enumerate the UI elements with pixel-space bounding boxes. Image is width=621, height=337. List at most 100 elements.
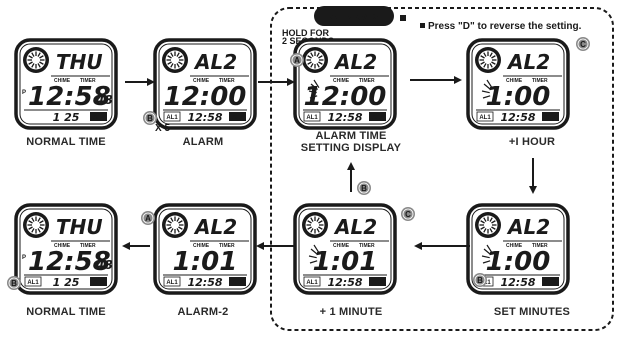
sub-left: AL1 bbox=[306, 115, 318, 121]
section-title-pill: ALARM-2 bbox=[314, 6, 394, 26]
note-square-icon bbox=[400, 15, 406, 21]
flash-rays-icon bbox=[308, 79, 320, 99]
alarm-badge: AL2 bbox=[232, 280, 244, 286]
ring-indicator-icon bbox=[162, 47, 188, 73]
svg-text:B: B bbox=[11, 279, 17, 288]
ring-indicator-icon bbox=[475, 212, 501, 238]
sub-left: AL1 bbox=[166, 280, 178, 286]
top-display: AL2 bbox=[506, 215, 550, 239]
sub-time: 1 25 bbox=[53, 276, 80, 289]
main-time: 1:00 bbox=[486, 82, 551, 112]
svg-text:A: A bbox=[294, 56, 300, 65]
main-time: 1:00 bbox=[486, 247, 551, 277]
main-time: 12:58 bbox=[28, 247, 111, 277]
section-title: ALARM-2 bbox=[329, 11, 379, 23]
badge-box bbox=[229, 277, 246, 286]
sub-time: 1 25 bbox=[53, 111, 80, 124]
sub-left: AL1 bbox=[306, 280, 318, 286]
hold-note-line-1: HOLD FOR bbox=[282, 28, 329, 38]
timer-label: TIMER bbox=[532, 78, 548, 84]
top-display: AL2 bbox=[193, 50, 237, 74]
alarm-badge: AL2 bbox=[372, 280, 384, 286]
sub-time: 12:58 bbox=[327, 276, 362, 289]
badge-box bbox=[90, 277, 107, 286]
timer-label: TIMER bbox=[80, 243, 96, 249]
caption-normal-time-1: NORMAL TIME bbox=[26, 136, 106, 148]
svg-text:B: B bbox=[361, 184, 367, 193]
chime-label: CHIME bbox=[193, 78, 210, 84]
main-time: 12:00 bbox=[304, 82, 387, 112]
button-c-icon: C bbox=[401, 207, 415, 221]
svg-text:B: B bbox=[147, 114, 153, 123]
reverse-note: Press "D" to reverse the setting. bbox=[428, 21, 582, 32]
badge-box bbox=[90, 112, 107, 121]
top-display: AL2 bbox=[333, 215, 377, 239]
seconds-display: 48 bbox=[95, 258, 113, 272]
flash-rays-icon bbox=[308, 244, 320, 264]
timer-label: TIMER bbox=[219, 78, 235, 84]
pm-indicator: P bbox=[22, 255, 26, 261]
caption-alarm: ALARM bbox=[183, 136, 224, 148]
chime-label: CHIME bbox=[193, 243, 210, 249]
top-display: AL2 bbox=[333, 50, 377, 74]
badge-box bbox=[369, 112, 386, 121]
button-c-icon: C bbox=[576, 37, 590, 51]
top-display: THU bbox=[56, 215, 103, 239]
timer-label: TIMER bbox=[219, 243, 235, 249]
ring-indicator-icon bbox=[302, 212, 328, 238]
badge-box bbox=[229, 112, 246, 121]
chime-label: CHIME bbox=[506, 78, 523, 84]
caption-plus-1-hour: +I HOUR bbox=[509, 136, 555, 148]
flash-rays-icon bbox=[481, 244, 493, 264]
button-b-icon: B bbox=[357, 181, 371, 195]
top-display: AL2 bbox=[193, 215, 237, 239]
top-display: AL2 bbox=[506, 50, 550, 74]
sub-time: 12:58 bbox=[327, 111, 362, 124]
caption-set-minutes: SET MINUTES bbox=[494, 306, 570, 318]
sub-left: AL1 bbox=[166, 115, 178, 121]
ring-indicator-icon bbox=[162, 212, 188, 238]
repeat-note: X 5 bbox=[155, 123, 170, 134]
timer-label: TIMER bbox=[359, 243, 375, 249]
main-time: 1:01 bbox=[313, 247, 378, 277]
timer-label: TIMER bbox=[80, 78, 96, 84]
pm-indicator: P bbox=[22, 90, 26, 96]
timer-label: TIMER bbox=[532, 243, 548, 249]
timer-label: TIMER bbox=[359, 78, 375, 84]
alarm-badge: AL2 bbox=[93, 280, 105, 286]
main-time: 12:58 bbox=[28, 82, 111, 112]
svg-text:C: C bbox=[405, 210, 411, 219]
main-time: 12:00 bbox=[164, 82, 247, 112]
badge-box bbox=[369, 277, 386, 286]
caption-alarm-2: ALARM-2 bbox=[178, 306, 229, 318]
button-a-icon: A bbox=[290, 53, 304, 67]
chime-label: CHIME bbox=[333, 78, 350, 84]
caption-normal-time-2: NORMAL TIME bbox=[26, 306, 106, 318]
button-b-icon: B bbox=[473, 273, 487, 287]
alarm-badge: AL2 bbox=[545, 280, 557, 286]
alarm-badge: AL2 bbox=[93, 115, 105, 121]
ring-indicator-icon bbox=[23, 212, 49, 238]
badge-box bbox=[542, 112, 559, 121]
button-a-icon: A bbox=[141, 211, 155, 225]
seconds-display: 48 bbox=[95, 93, 113, 107]
caption-plus-1-minute: + 1 MINUTE bbox=[320, 306, 383, 318]
sub-left: AL1 bbox=[479, 115, 491, 121]
ring-indicator-icon bbox=[302, 47, 328, 73]
button-b-icon: B bbox=[7, 276, 21, 290]
alarm-badge: AL2 bbox=[545, 115, 557, 121]
bullet-icon bbox=[420, 23, 425, 28]
svg-text:C: C bbox=[580, 40, 586, 49]
svg-text:A: A bbox=[145, 214, 151, 223]
flow-arrows bbox=[122, 76, 537, 250]
chime-label: CHIME bbox=[54, 78, 71, 84]
